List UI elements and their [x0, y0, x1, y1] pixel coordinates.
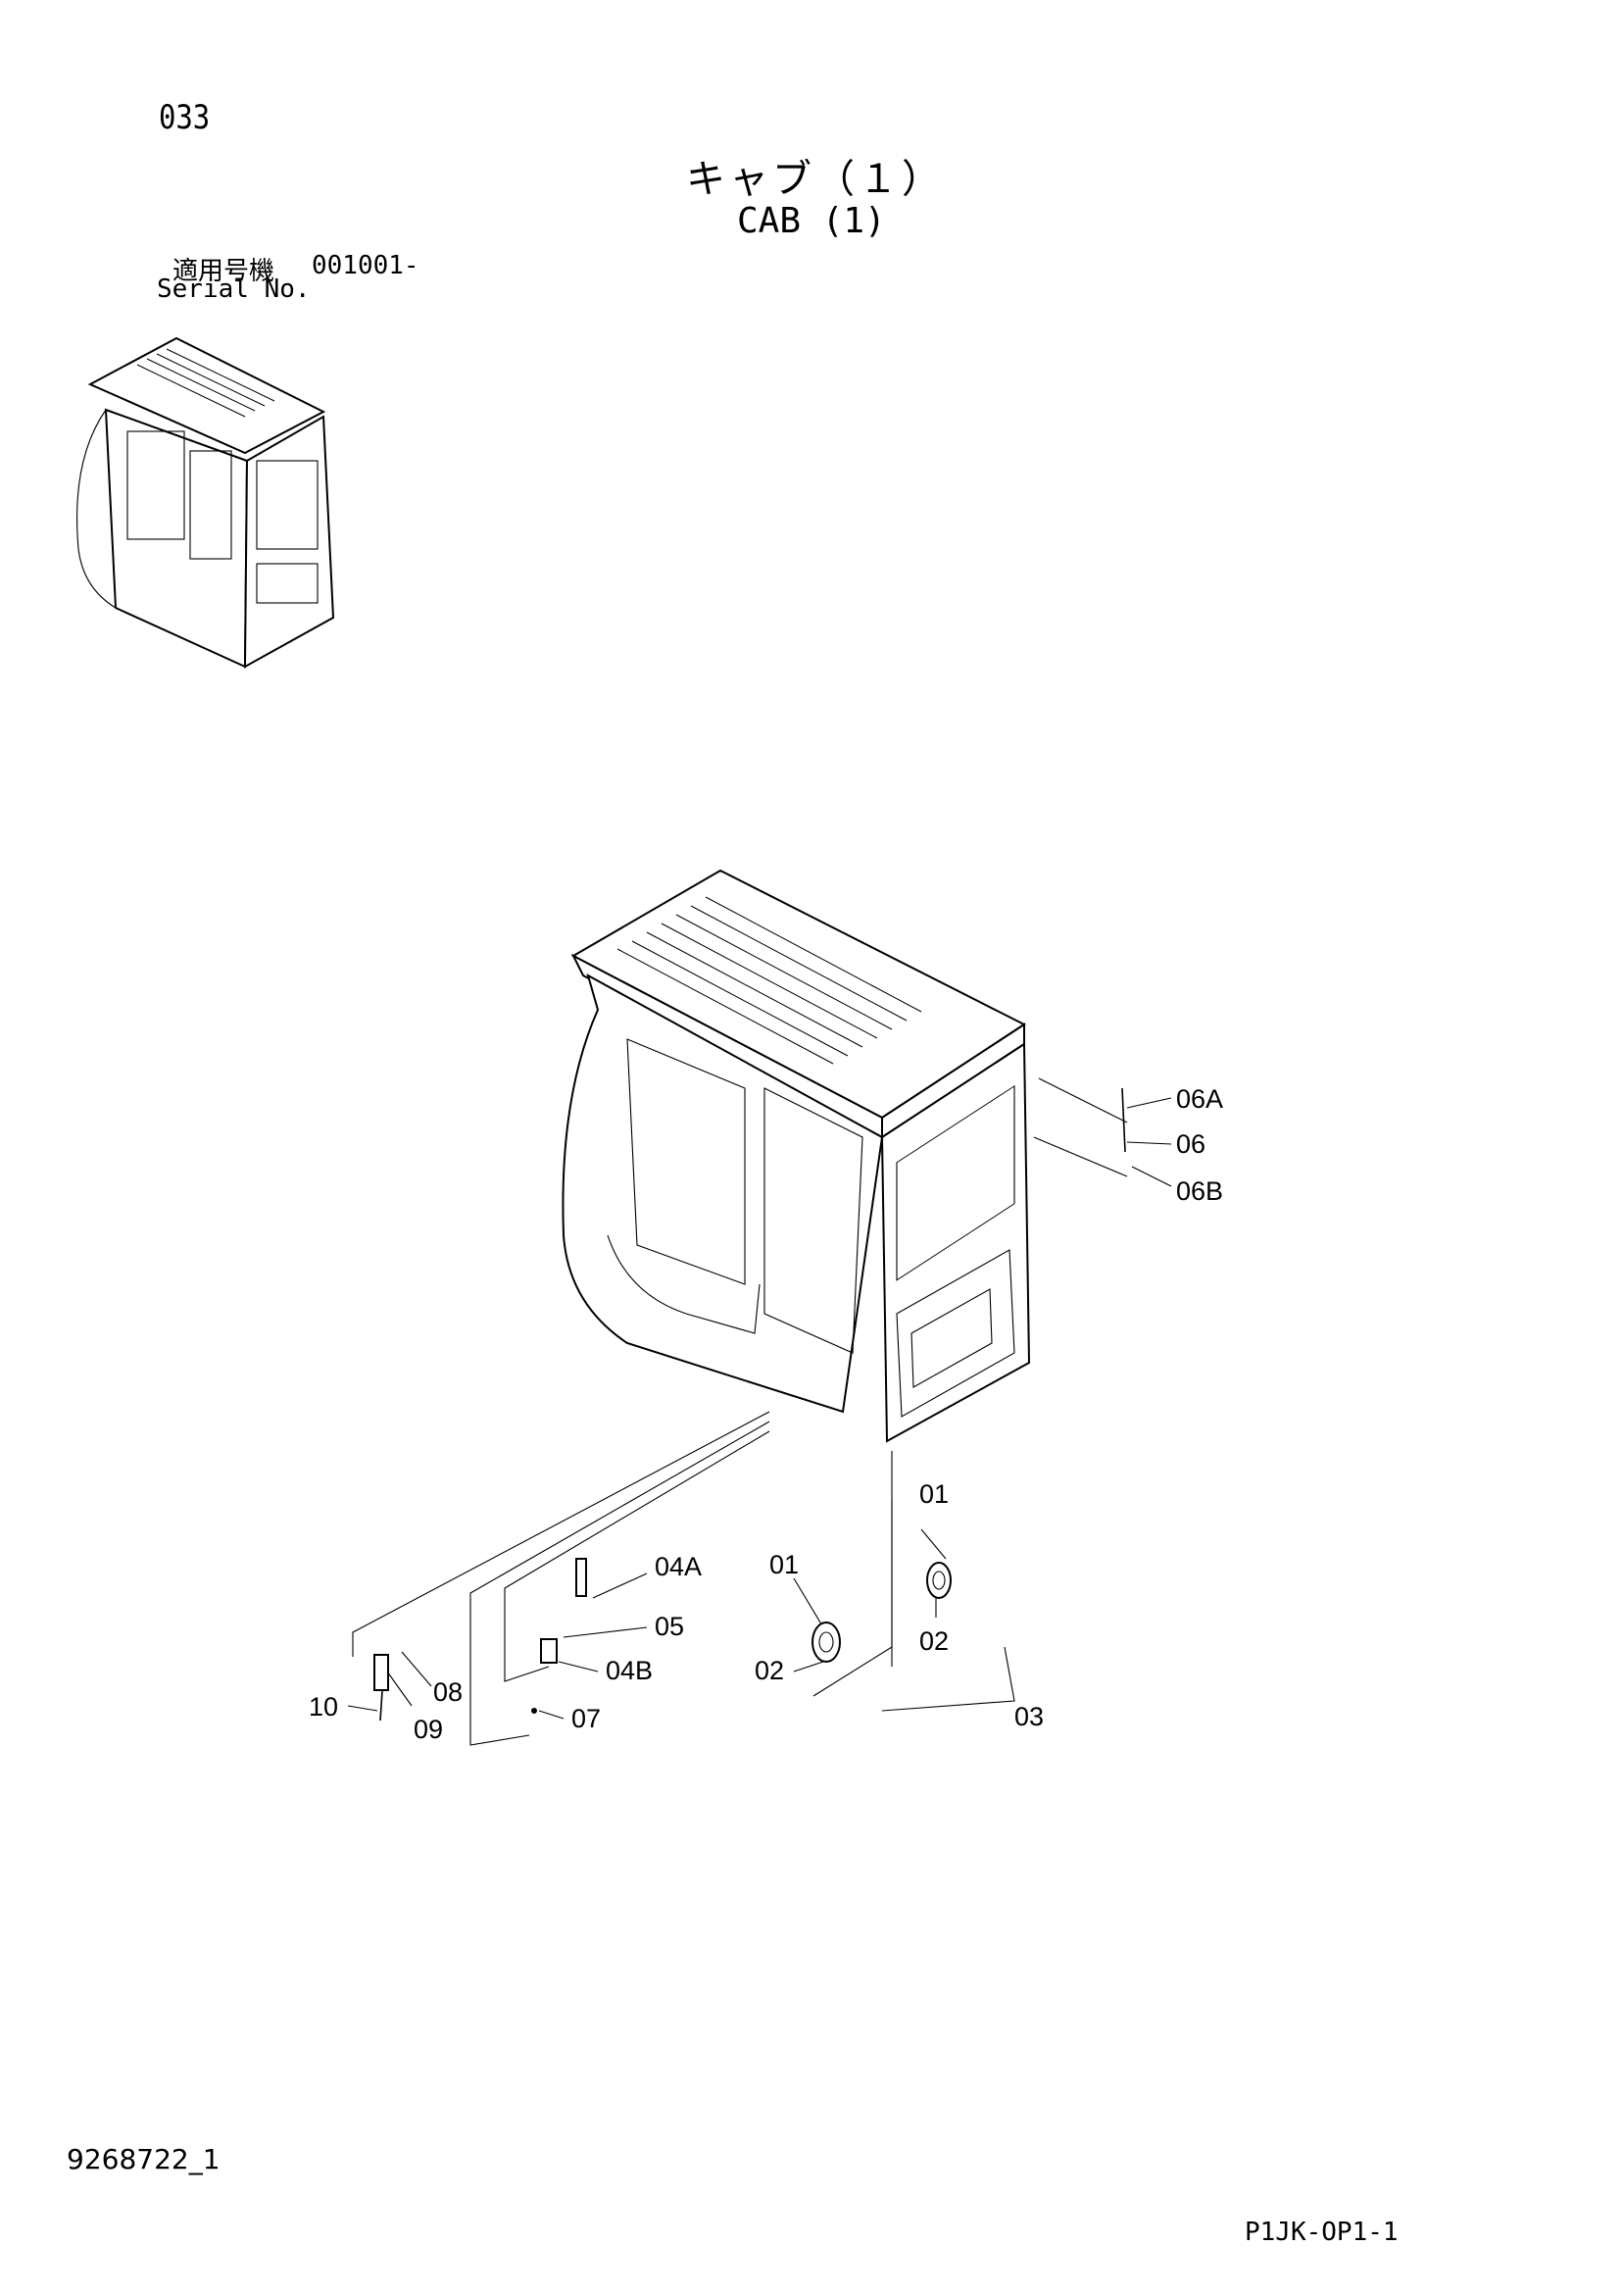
callout-04A: 04A [655, 1552, 702, 1581]
callout-02-left: 02 [755, 1656, 784, 1685]
callout-01-right: 01 [919, 1479, 949, 1509]
callout-03: 03 [1014, 1702, 1044, 1731]
serial-label-english: Serial No. [157, 275, 311, 304]
cab-main-drawing [562, 869, 1031, 1443]
page-number: 033 [159, 98, 211, 137]
callout-06: 06 [1176, 1129, 1205, 1159]
callout-labels: 06A 06 06B 01 01 02 02 03 04A 05 04B 07 … [309, 1084, 1223, 1744]
leader-lines [347, 1077, 1172, 1746]
callout-08: 08 [433, 1677, 463, 1707]
callout-01-left: 01 [769, 1550, 799, 1579]
callout-06A: 06A [1176, 1084, 1223, 1114]
callout-02-right: 02 [919, 1626, 949, 1656]
serial-label-japanese: 適用号機 [172, 257, 275, 286]
serial-number-value: 001001- [312, 251, 419, 280]
page-title-english: CAB (1) [737, 201, 886, 241]
callout-10: 10 [309, 1692, 338, 1722]
page-code: P1JK-OP1-1 [1245, 2218, 1399, 2247]
callout-07: 07 [571, 1704, 601, 1733]
callout-09: 09 [414, 1715, 443, 1744]
document-number: 9268722_1 [67, 2143, 221, 2175]
cab-thumbnail [76, 336, 335, 669]
callout-05: 05 [655, 1612, 684, 1641]
callout-04B: 04B [606, 1656, 653, 1685]
small-parts [373, 1558, 952, 1722]
callout-06B: 06B [1176, 1176, 1223, 1206]
page-title-japanese: キャブ（１） [686, 157, 945, 202]
